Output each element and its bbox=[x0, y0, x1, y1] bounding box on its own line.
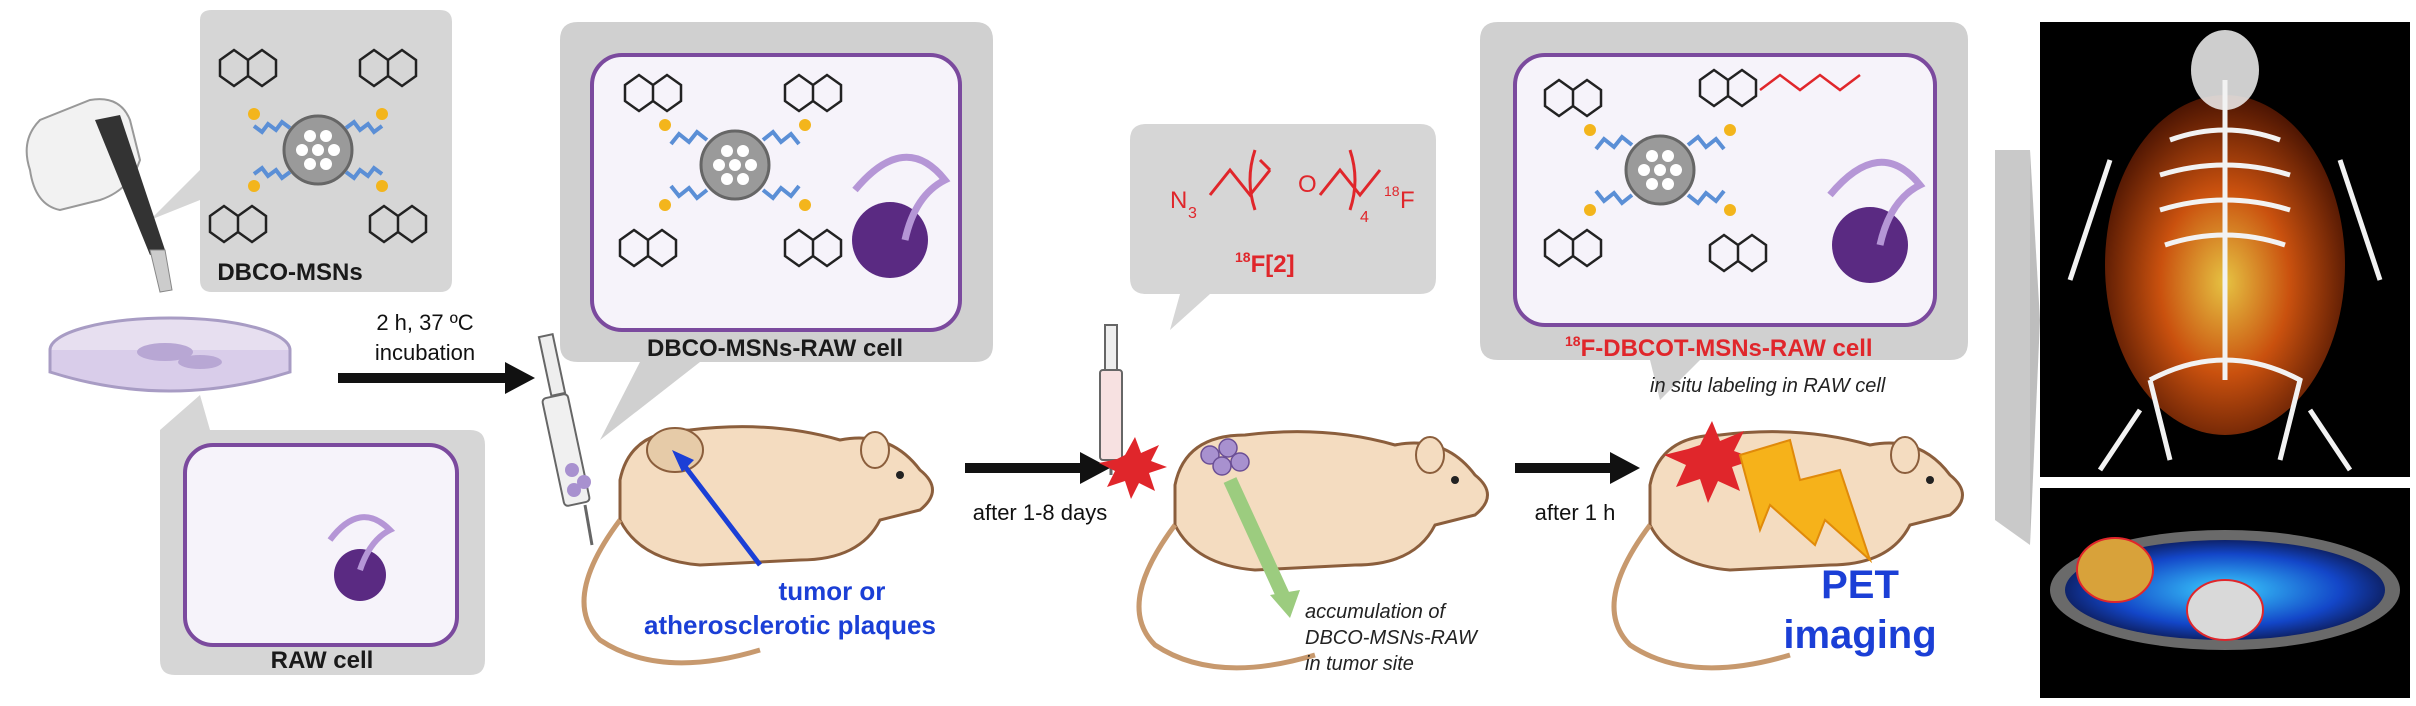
lightning-icon bbox=[1738, 438, 1873, 564]
labeled-iso: 18 bbox=[1565, 333, 1581, 349]
accum-line2: DBCO-MSNs-RAW bbox=[1305, 627, 1479, 649]
pipette-hand-icon bbox=[25, 98, 173, 293]
accumulation-arrow bbox=[1223, 477, 1292, 603]
azide-n3: N bbox=[1170, 187, 1187, 214]
msn-particle bbox=[282, 114, 354, 186]
peg-repeat: 4 bbox=[1360, 209, 1369, 226]
dbco-msns-callout bbox=[150, 10, 452, 292]
petri-dish-icon bbox=[48, 316, 292, 393]
syringe-icon bbox=[1099, 324, 1123, 475]
raw-cell-label: RAW cell bbox=[271, 647, 374, 674]
fluorine-iso: 18 bbox=[1384, 183, 1400, 199]
dbco-msns-label: DBCO-MSNs bbox=[217, 259, 362, 286]
tracer-name: F[ bbox=[1251, 251, 1274, 278]
target-line1: tumor or bbox=[779, 576, 886, 606]
nucleus-icon bbox=[1832, 207, 1908, 283]
tracer-num: 2 bbox=[1273, 251, 1286, 278]
pet-line1: PET bbox=[1821, 563, 1899, 607]
mouse-1 bbox=[581, 425, 934, 666]
syringe-icon bbox=[537, 333, 594, 546]
tracer-label: 18F[2] bbox=[1235, 249, 1295, 278]
after-hour-label: after 1 h bbox=[1535, 500, 1616, 525]
incubation-line2: incubation bbox=[375, 340, 475, 365]
peg-o: O bbox=[1298, 171, 1317, 198]
tracer-callout bbox=[1130, 124, 1436, 330]
target-arrow bbox=[678, 458, 762, 567]
labeled-cell-text: F-DBCOT-MSNs-RAW cell bbox=[1581, 335, 1873, 362]
after-days-label: after 1-8 days bbox=[973, 500, 1108, 525]
accum-line1: accumulation of bbox=[1305, 601, 1448, 623]
tracer-iso: 18 bbox=[1235, 249, 1251, 265]
insitu-label: in situ labeling in RAW cell bbox=[1650, 375, 1886, 397]
signal-burst-icon bbox=[1664, 421, 1756, 503]
labeled-cell-callout bbox=[1480, 22, 1968, 400]
labeled-cell-label: 18F-DBCOT-MSNs-RAW cell bbox=[1565, 333, 1873, 362]
tracer-close: ] bbox=[1287, 251, 1295, 278]
target-line2: atherosclerotic plaques bbox=[644, 610, 936, 640]
injection-burst-icon bbox=[1099, 437, 1167, 499]
raw-cell-callout bbox=[160, 395, 485, 675]
arrow-after-hour bbox=[1515, 452, 1640, 484]
incubation-line1: 2 h, 37 ºC bbox=[376, 310, 473, 335]
nucleus-icon bbox=[334, 549, 386, 601]
result-images bbox=[1995, 22, 2410, 698]
azide-sub: 3 bbox=[1188, 205, 1197, 222]
dbco-msns-raw-callout bbox=[560, 22, 993, 440]
fluorine: F bbox=[1400, 187, 1415, 214]
dbco-msns-raw-cell-label: DBCO-MSNs-RAW cell bbox=[647, 335, 903, 362]
pet-line2: imaging bbox=[1783, 613, 1936, 657]
accum-line3: in tumor site bbox=[1305, 653, 1414, 675]
arrow-after-days bbox=[965, 452, 1110, 484]
incubation-arrow bbox=[338, 362, 535, 394]
